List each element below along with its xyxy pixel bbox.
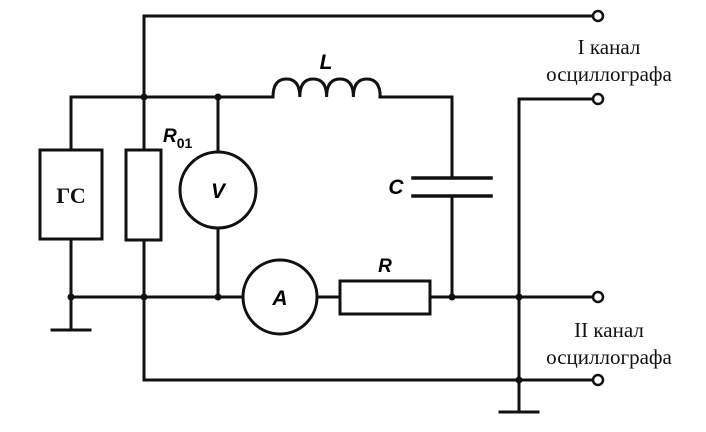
junction-dots bbox=[67, 93, 523, 384]
generator-label: ГС bbox=[56, 183, 86, 208]
resistor-r01: R01 bbox=[124, 126, 193, 242]
terminal-channel2-a bbox=[591, 290, 605, 304]
channel-captions: I канал осциллографа II канал осциллогра… bbox=[546, 35, 672, 369]
channel2-caption-line2: осциллографа bbox=[546, 345, 672, 369]
channel2-caption-line1: II канал bbox=[574, 318, 644, 342]
capacitor-label: C bbox=[388, 176, 404, 199]
channel1-caption-line2: осциллографа bbox=[546, 62, 672, 86]
capacitor: C bbox=[388, 176, 493, 199]
resistor-r-label: R bbox=[378, 256, 392, 277]
wires bbox=[50, 14, 595, 414]
terminal-channel1-b bbox=[591, 92, 605, 106]
voltmeter: V bbox=[178, 150, 258, 230]
ammeter-label: A bbox=[271, 287, 287, 310]
inductor-label: L bbox=[320, 51, 333, 74]
resistor-r: R bbox=[338, 256, 432, 316]
channel1-caption-line1: I канал bbox=[578, 35, 641, 59]
terminal-channel2-b bbox=[591, 373, 605, 387]
resistor-r01-label: R bbox=[163, 126, 177, 147]
voltmeter-label: V bbox=[211, 180, 227, 203]
generator-box: ГС bbox=[38, 148, 104, 241]
resistor-r01-subscript: 01 bbox=[177, 135, 193, 151]
svg-text:R01: R01 bbox=[163, 126, 193, 151]
inductor: L bbox=[271, 51, 382, 99]
output-terminals bbox=[591, 9, 605, 387]
ammeter: A bbox=[241, 258, 319, 336]
terminal-channel1-a bbox=[591, 9, 605, 23]
